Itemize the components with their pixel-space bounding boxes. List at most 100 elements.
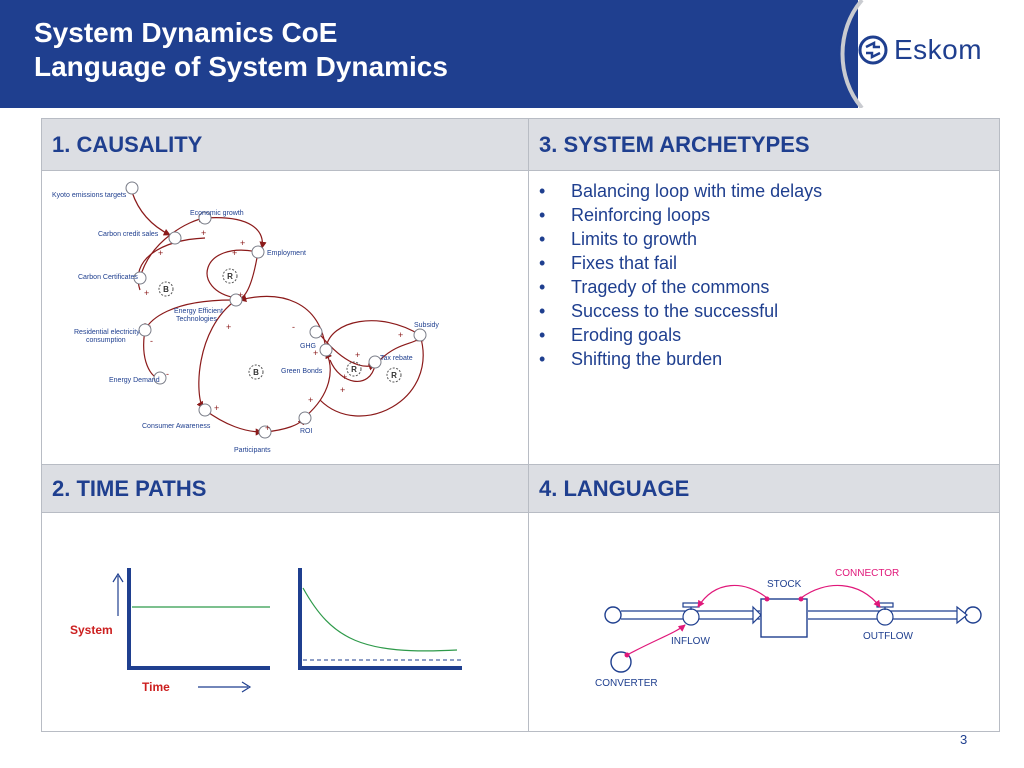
sign-plus: + xyxy=(398,330,403,340)
node-awareness xyxy=(198,403,212,417)
link-green-eet xyxy=(239,294,327,351)
outflow-arrow-icon xyxy=(956,605,968,625)
list-item: •Reinforcing loops xyxy=(539,205,711,225)
node-ghg xyxy=(309,325,323,339)
node-participants xyxy=(258,425,272,439)
connector-stock-outflow xyxy=(800,585,881,608)
content-grid: 1. CAUSALITY 3. SYSTEM ARCHETYPES 2. TIM… xyxy=(41,118,1000,732)
label-econ: Economic growth xyxy=(190,210,244,217)
node-subsidy xyxy=(413,328,427,342)
sign-plus: + xyxy=(355,350,360,360)
loop-marker-r-1 xyxy=(222,268,238,284)
node-roi xyxy=(298,411,312,425)
node-eet xyxy=(229,293,243,307)
label-subsidy: Subsidy xyxy=(414,322,439,329)
label-eet-2: Technologies xyxy=(176,316,217,323)
inflow-arrow-icon xyxy=(752,605,762,625)
label-rec-1: Residential electricity xyxy=(74,329,140,336)
time-paths-graphs: System Time xyxy=(70,568,462,694)
language-heading: 4. LANGUAGE xyxy=(529,465,999,513)
inflow-valve-icon xyxy=(682,608,700,626)
loop-label-b-2: B xyxy=(253,368,259,377)
title-bar: System Dynamics CoE Language of System D… xyxy=(0,0,858,108)
slide-title-line-1: System Dynamics CoE xyxy=(34,17,338,48)
slide-title-line-2: Language of System Dynamics xyxy=(34,51,448,82)
connector-dot xyxy=(798,596,804,602)
connector-stock-inflow xyxy=(697,585,768,608)
inflow-valve-top xyxy=(682,602,700,608)
label-participants: Participants xyxy=(234,447,271,454)
node-demand xyxy=(153,371,167,385)
eskom-logo: Eskom xyxy=(858,34,982,66)
list-item: •Tragedy of the commons xyxy=(539,277,770,297)
header-swoosh xyxy=(810,0,864,108)
connector-converter-inflow xyxy=(626,624,686,656)
archetypes-list: •Balancing loop with time delays •Reinfo… xyxy=(539,179,822,371)
sign-minus: - xyxy=(166,369,169,379)
slide-header: System Dynamics CoE Language of System D… xyxy=(0,0,1024,108)
sign-plus: + xyxy=(144,288,149,298)
causality-heading: 1. CAUSALITY xyxy=(42,119,528,171)
label-credit: Carbon credit sales xyxy=(98,231,159,238)
sign-minus: - xyxy=(292,322,295,332)
link-awareness-participants xyxy=(204,409,263,436)
sign-plus: + xyxy=(313,348,318,358)
list-item: •Limits to growth xyxy=(539,229,698,249)
sign-plus: + xyxy=(214,403,219,413)
node-employment xyxy=(251,245,265,259)
node-credit xyxy=(168,231,182,245)
list-item: •Balancing loop with time delays xyxy=(539,181,823,201)
list-item: •Fixes that fail xyxy=(539,253,678,273)
eskom-logo-icon xyxy=(858,35,888,65)
list-item: •Eroding goals xyxy=(539,325,682,345)
loop-r-small xyxy=(329,359,376,382)
link-econ-employment xyxy=(204,217,267,249)
loop-marker-r-3 xyxy=(386,367,402,383)
source-cloud-icon xyxy=(604,606,622,624)
loop-label-r-2: R xyxy=(351,365,357,374)
sign-plus: + xyxy=(232,248,237,258)
time-paths-y-label: System xyxy=(70,623,113,637)
node-certs xyxy=(133,271,147,285)
node-tax xyxy=(368,355,382,369)
label-tax: Tax rebate xyxy=(380,355,413,362)
loop-r-upper xyxy=(206,249,259,299)
list-item: •Success to the successful xyxy=(539,301,779,321)
loop-marker-r-2 xyxy=(346,361,362,377)
label-stock: STOCK xyxy=(767,579,802,590)
y-arrow-icon xyxy=(112,572,124,583)
sign-plus: + xyxy=(201,228,206,238)
loop-label-r-3: R xyxy=(391,371,397,380)
label-connector: CONNECTOR xyxy=(835,568,899,579)
label-employment: Employment xyxy=(267,250,306,257)
link-eet-awareness xyxy=(196,299,237,409)
label-green: Green Bonds xyxy=(281,368,323,375)
label-roi: ROI xyxy=(300,428,313,435)
eskom-logo-text: Eskom xyxy=(894,34,983,65)
grid-vertical-divider xyxy=(528,119,529,731)
grid-horizontal-divider xyxy=(42,464,999,465)
link-certs-econ xyxy=(139,215,206,279)
label-converter: CONVERTER xyxy=(595,678,658,689)
x-arrow-icon xyxy=(241,681,252,693)
label-outflow: OUTFLOW xyxy=(863,631,914,642)
sign-plus: + xyxy=(342,372,347,382)
label-rec-2: consumption xyxy=(86,337,126,344)
sign-plus: + xyxy=(308,395,313,405)
link-kyoto-credit xyxy=(131,191,171,236)
label-kyoto: Kyoto emissions targets xyxy=(52,192,127,199)
loop-b-left xyxy=(137,237,206,291)
connector-dot xyxy=(764,596,770,602)
sign-plus: + xyxy=(240,238,245,248)
loop-r-right xyxy=(319,334,424,417)
archetypes-heading: 3. SYSTEM ARCHETYPES xyxy=(529,119,999,171)
time-paths-x-label: Time xyxy=(142,680,170,694)
graph2-decay-curve xyxy=(302,587,458,652)
node-kyoto xyxy=(125,181,139,195)
connector-dot xyxy=(624,652,630,658)
sign-plus: + xyxy=(158,248,163,258)
time-paths-heading: 2. TIME PATHS xyxy=(42,465,528,513)
outflow-valve-icon xyxy=(876,608,894,626)
node-rec xyxy=(138,323,152,337)
